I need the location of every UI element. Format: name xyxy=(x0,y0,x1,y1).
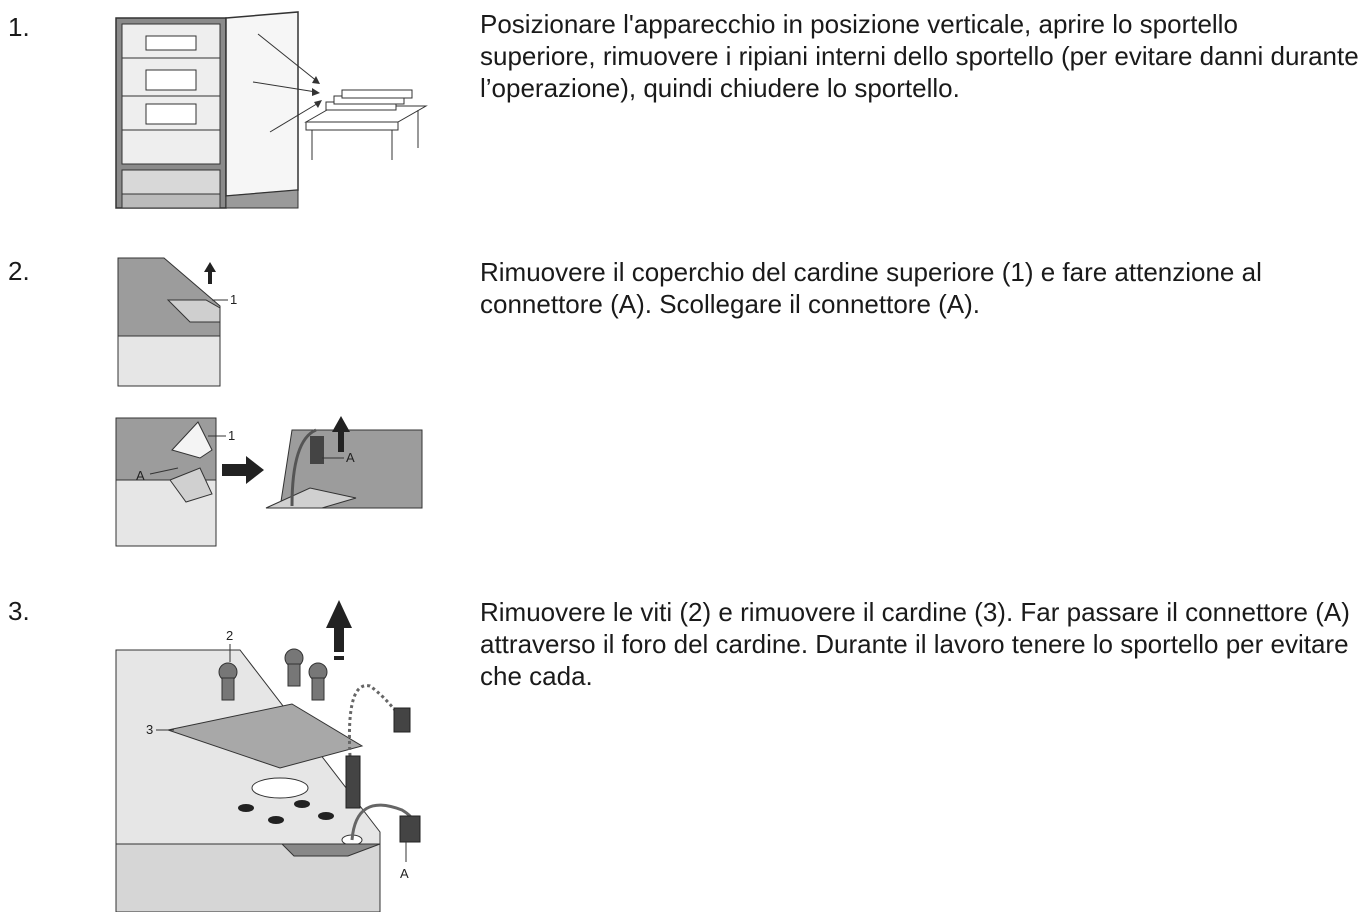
label-connector-a-right: A xyxy=(346,450,355,465)
label-hinge-3: 3 xyxy=(146,722,153,737)
step-2-instructions: Rimuovere il coperchio del cardine super… xyxy=(480,257,1262,319)
label-connector-a: A xyxy=(400,866,409,881)
step-2-illustration-connector: 1 A A xyxy=(115,416,423,547)
step-1-number: 1. xyxy=(8,12,30,42)
step-3-illustration-hinge-removal: 3 2 A xyxy=(115,600,421,912)
label-screws-2: 2 xyxy=(226,628,233,643)
step-3-number: 3. xyxy=(8,596,30,626)
step-2-number: 2. xyxy=(8,256,30,286)
step-1-illustration-fridge xyxy=(115,11,428,209)
step-3-instructions: Rimuovere le viti (2) e rimuovere il car… xyxy=(480,597,1350,691)
label-part-1-b: 1 xyxy=(228,428,235,443)
label-part-1: 1 xyxy=(230,292,237,307)
label-connector-a-left: A xyxy=(136,468,145,483)
step-1-instructions: Posizionare l'apparecchio in posizione v… xyxy=(480,9,1359,103)
step-2-illustration-hinge-cover: 1 xyxy=(117,257,237,387)
